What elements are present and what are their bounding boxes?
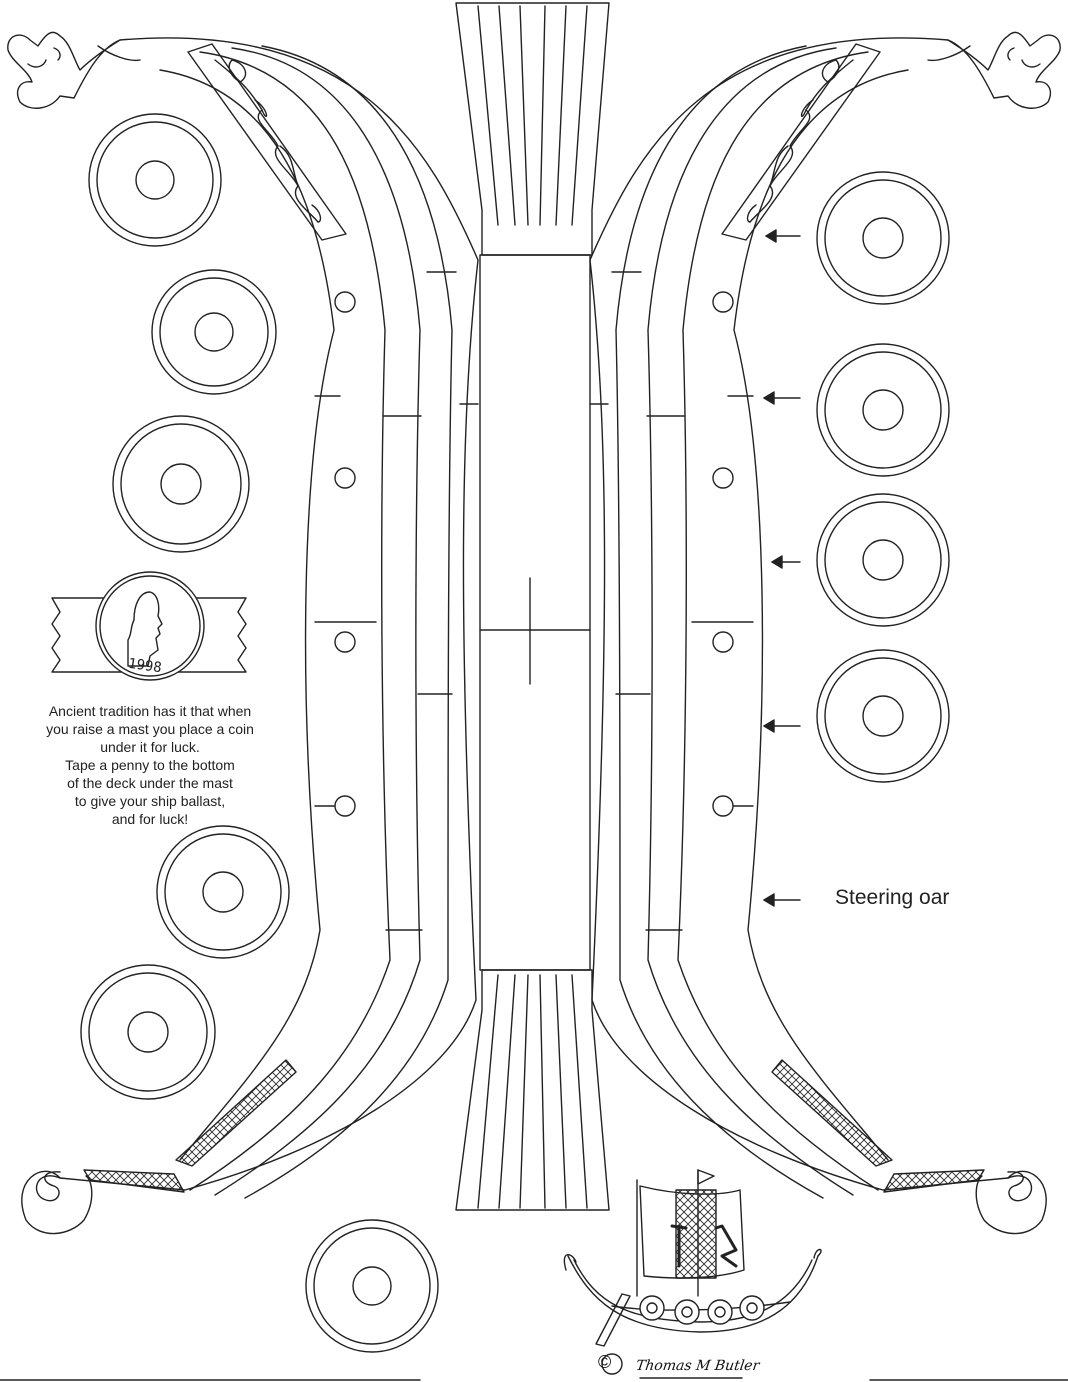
left-hull <box>7 31 479 1235</box>
arrow-icon <box>771 555 801 569</box>
shield <box>816 493 950 627</box>
shield <box>151 269 277 395</box>
shield <box>112 415 250 553</box>
tradition-line: of the deck under the mast <box>67 775 233 791</box>
tradition-note: Ancient tradition has it that when you r… <box>20 702 280 828</box>
steering-oar-label: Steering oar <box>835 886 950 909</box>
shield <box>88 113 222 247</box>
shield <box>156 825 290 959</box>
arrow-icon <box>765 229 801 243</box>
tradition-line: and for luck! <box>111 811 189 827</box>
shield <box>816 649 950 783</box>
center-deck <box>455 2 610 1211</box>
viking-ship-crest <box>563 1169 822 1347</box>
arrow-icon <box>763 391 801 405</box>
shield <box>816 343 950 477</box>
shield <box>816 171 950 305</box>
tradition-line: Tape a penny to the bottom <box>65 757 235 773</box>
tradition-line: you raise a mast you place a coin <box>46 721 254 737</box>
tradition-line: to give your ship ballast, <box>74 793 226 809</box>
shield <box>80 964 216 1100</box>
copyright-icon <box>601 1353 623 1375</box>
tradition-line: Ancient tradition has it that when <box>48 703 252 719</box>
right-hull <box>589 31 1061 1235</box>
steering-oar-arrow-icon <box>763 893 801 907</box>
copyright-symbol: © <box>598 1352 612 1372</box>
author-signature: Thomas M Butler <box>634 1358 761 1374</box>
taped-coin <box>51 571 247 681</box>
arrow-icon <box>763 719 801 733</box>
tradition-line: under it for luck. <box>100 739 200 755</box>
shield <box>305 1219 439 1353</box>
profile-icon <box>127 591 163 667</box>
